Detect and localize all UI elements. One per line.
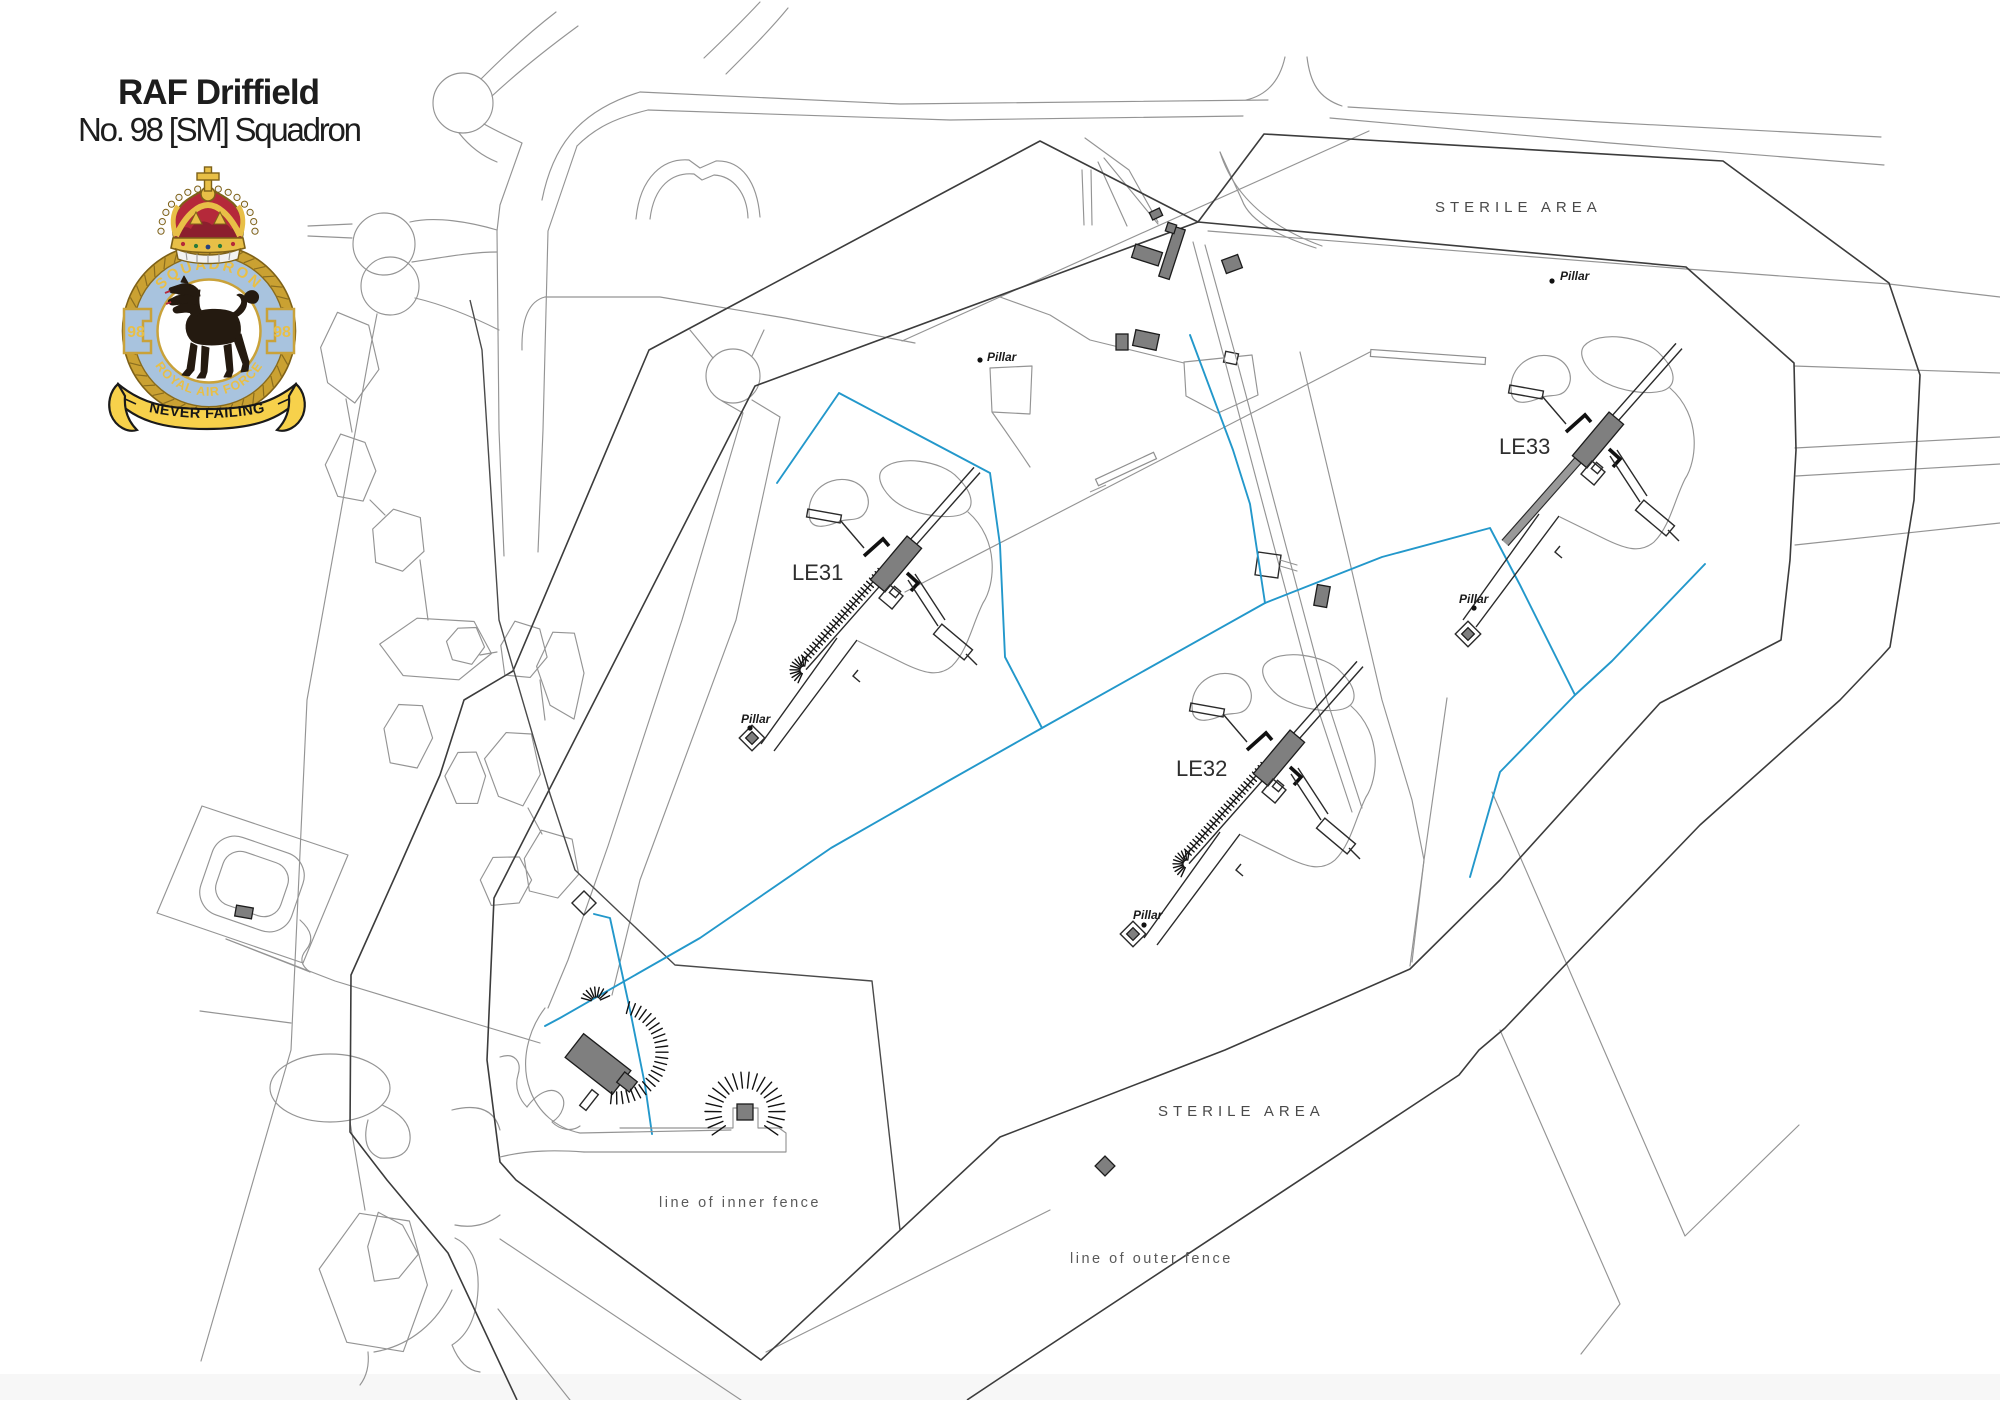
svg-text:Pillar: Pillar <box>1560 269 1591 283</box>
svg-text:line of inner fence: line of inner fence <box>659 1195 821 1211</box>
svg-text:LE32: LE32 <box>1176 756 1227 781</box>
svg-text:Pillar: Pillar <box>987 350 1018 364</box>
svg-text:STERILE AREA: STERILE AREA <box>1435 199 1602 216</box>
svg-text:Pillar: Pillar <box>1133 908 1164 922</box>
svg-text:No. 98 [SM] Squadron: No. 98 [SM] Squadron <box>78 111 362 148</box>
svg-text:Pillar: Pillar <box>1459 592 1490 606</box>
svg-text:98: 98 <box>273 324 291 341</box>
svg-text:LE33: LE33 <box>1499 434 1550 459</box>
svg-text:line of outer fence: line of outer fence <box>1070 1251 1233 1267</box>
svg-text:LE31: LE31 <box>792 560 843 585</box>
svg-text:RAF Driffield: RAF Driffield <box>118 73 320 112</box>
svg-text:Pillar: Pillar <box>741 712 772 726</box>
svg-text:98: 98 <box>127 324 145 341</box>
svg-text:STERILE AREA: STERILE AREA <box>1158 1103 1325 1120</box>
